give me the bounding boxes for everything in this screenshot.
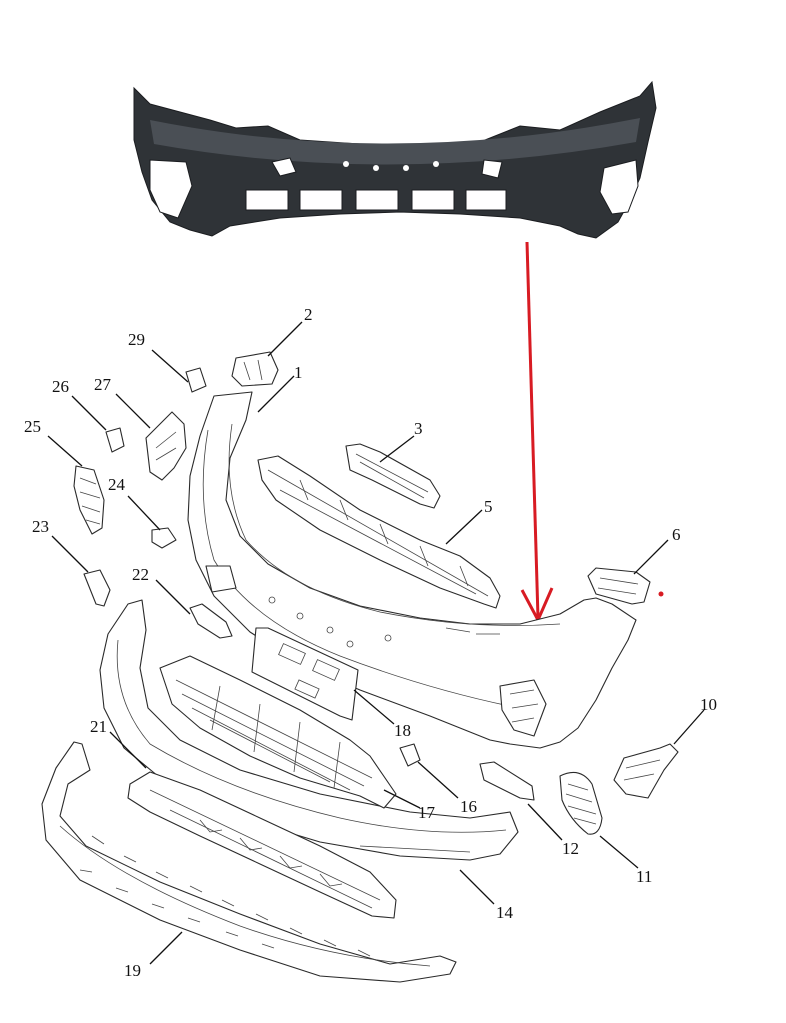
part-16-clip: [399, 743, 421, 767]
part-12-trim: [479, 761, 535, 801]
part-19-lip: [41, 741, 457, 983]
callout-18: 18: [394, 721, 411, 740]
callout-19: 19: [124, 961, 141, 980]
callout-21: 21: [90, 717, 107, 736]
part-6-bracket: [587, 567, 651, 605]
part-2-bracket: [231, 351, 279, 387]
part-29-clip: [185, 367, 207, 393]
part-26-clip: [105, 427, 125, 453]
callout-26: 26: [52, 377, 69, 396]
bumper-photo: [133, 80, 657, 239]
part-25-insert: [73, 465, 105, 535]
callout-numbers: 1 2 3 5 6 10 11 12 14 16 17 18 19 21 22 …: [24, 305, 717, 980]
callout-17: 17: [418, 803, 436, 822]
callout-10: 10: [700, 695, 717, 714]
callout-14: 14: [496, 903, 514, 922]
part-11-grille-insert: [559, 771, 603, 835]
part-21-under-shield: [127, 771, 397, 919]
part-23-clip: [83, 569, 111, 607]
part-27-bracket: [145, 411, 187, 481]
callout-27: 27: [94, 375, 112, 394]
callout-23: 23: [32, 517, 49, 536]
part-22-trim: [189, 603, 233, 639]
callout-24: 24: [108, 475, 126, 494]
callout-12: 12: [562, 839, 579, 858]
part-5-beam: [257, 455, 501, 609]
part-24-clip: [151, 527, 177, 549]
part-3-absorber: [345, 443, 441, 509]
leader-lines: [47, 321, 705, 965]
callout-16: 16: [460, 797, 477, 816]
callout-5: 5: [484, 497, 493, 516]
callout-22: 22: [132, 565, 149, 584]
callout-11: 11: [636, 867, 652, 886]
part-10-bracket: [613, 743, 679, 799]
callout-6: 6: [672, 525, 681, 544]
part-17-lower-grille: [159, 655, 397, 809]
red-arrow: [520, 241, 664, 624]
callout-1: 1: [294, 363, 303, 382]
callout-3: 3: [414, 419, 423, 438]
part-18-plate-bracket: [251, 627, 359, 721]
callout-25: 25: [24, 417, 41, 436]
callout-2: 2: [304, 305, 313, 324]
callout-29: 29: [128, 330, 145, 349]
